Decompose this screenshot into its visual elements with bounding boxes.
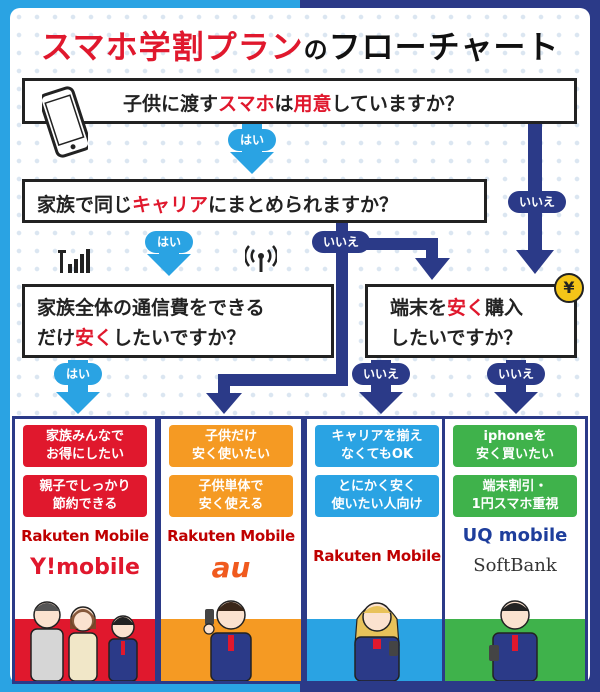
q1-mid: は	[274, 93, 294, 115]
col3-chip2-line2: 使いたい人向け	[331, 497, 423, 512]
girl-phone-illustration	[354, 602, 400, 681]
question-3-box: 家族全体の通信費をできる だけ安くしたいですか？	[22, 284, 334, 358]
tag-no-3: いいえ	[352, 363, 410, 385]
col4-chip1-line1: iphoneを	[483, 429, 547, 444]
uq-mobile-logo: UQ mobile	[462, 525, 568, 546]
q1-post: していますか？	[331, 93, 464, 115]
page-title: スマホ学割プランのフローチャート	[0, 22, 600, 68]
q1-pre: 子供に渡す	[123, 93, 219, 115]
col1-chip2-line1: 親子でしっかり	[39, 479, 131, 494]
question-1-text: 子供に渡すスマホは用意していますか？	[123, 89, 574, 116]
col1-chip-1: 家族みんなで お得にしたい	[23, 425, 147, 467]
tag-yes-2: はい	[145, 231, 193, 253]
rakuten-mobile-logo: Rakuten Mobile	[21, 527, 149, 545]
tag-no-2: いいえ	[312, 231, 370, 253]
result-column-3: キャリアを揃え なくてもOK とにかく安く 使いたい人向け Rakuten Mo…	[304, 416, 450, 684]
col2-chip1-line2: 安く使いたい	[191, 447, 270, 462]
q4-line1-highlight: 安く	[447, 297, 486, 319]
softbank-logo: SoftBank	[473, 555, 557, 576]
result-column-4: iphoneを 安く買いたい 端末割引・ 1円スマホ重視 UQ mobile S…	[442, 416, 588, 684]
student-phone-illustration	[203, 600, 252, 681]
col3-chip-2: とにかく安く 使いたい人向け	[315, 475, 439, 517]
question-1-box: 子供に渡すスマホは用意していますか？	[22, 78, 577, 124]
q2-post: にまとめられますか？	[208, 194, 399, 216]
q4-line1-post: 購入	[485, 297, 524, 319]
ymobile-logo: Y!mobile	[30, 555, 140, 580]
question-3-line1: 家族全体の通信費をできる	[37, 297, 265, 319]
col2-chip-2: 子供単体で 安く使える	[169, 475, 293, 517]
question-4-line2: したいですか？	[390, 327, 523, 349]
col2-chip1-line1: 子供だけ	[204, 429, 257, 444]
tag-yes-3: はい	[54, 363, 102, 385]
rakuten-mobile-logo: Rakuten Mobile	[167, 527, 295, 545]
col4-chip2-line1: 端末割引・	[482, 479, 548, 494]
q2-pre: 家族で同じ	[37, 194, 133, 216]
col1-chip-2: 親子でしっかり 節約できる	[23, 475, 147, 517]
title-main: スマホ学割プラン	[40, 28, 304, 66]
tag-no-4: いいえ	[487, 363, 545, 385]
question-2-text: 家族で同じキャリアにまとめられますか？	[37, 190, 484, 217]
boy-phone-illustration	[489, 600, 538, 681]
q2-highlight: キャリア	[132, 194, 209, 216]
col3-chip-1: キャリアを揃え なくてもOK	[315, 425, 439, 467]
question-4-line1: 端末を安く購入	[390, 293, 574, 323]
tag-no-1: いいえ	[508, 191, 566, 213]
col3-chip1-line1: キャリアを揃え	[331, 429, 423, 444]
col2-chip2-line1: 子供単体で	[198, 479, 264, 494]
col3-chip1-line2: なくてもOK	[340, 447, 414, 462]
col1-chip1-line1: 家族みんなで	[45, 429, 124, 444]
yen-symbol: ¥	[563, 278, 575, 297]
signal-bars-icon	[58, 249, 90, 273]
title-sub: フローチャート	[328, 28, 560, 66]
result-column-2: 子供だけ 安く使いたい 子供単体で 安く使える Rakuten Mobile a…	[158, 416, 304, 684]
q3-line2-post: したいですか？	[113, 327, 246, 349]
col1-chip2-line2: 節約できる	[52, 497, 118, 512]
q1-highlight: スマホ	[218, 93, 275, 115]
question-4-box: 端末を安く購入 したいですか？	[365, 284, 577, 358]
au-logo: au	[211, 551, 251, 584]
col4-chip2-line2: 1円スマホ重視	[471, 497, 559, 512]
col3-chip2-line1: とにかく安く	[337, 479, 416, 494]
col4-chip-1: iphoneを 安く買いたい	[453, 425, 577, 467]
yen-coin-icon: ¥	[554, 273, 584, 303]
col4-chip1-line2: 安く買いたい	[475, 447, 554, 462]
q1-highlight2: 用意	[293, 93, 332, 115]
question-2-box: 家族で同じキャリアにまとめられますか？	[22, 179, 487, 223]
smartphone-icon	[42, 86, 88, 158]
col4-chip-2: 端末割引・ 1円スマホ重視	[453, 475, 577, 517]
antenna-icon	[245, 245, 277, 272]
family-illustration	[30, 601, 138, 681]
q3-line2-pre: だけ	[37, 327, 76, 349]
tag-yes-1: はい	[228, 129, 276, 151]
result-column-1: 家族みんなで お得にしたい 親子でしっかり 節約できる Rakuten Mobi…	[12, 416, 158, 684]
q4-line1-pre: 端末を	[390, 297, 448, 319]
q3-line2-highlight: 安く	[75, 327, 114, 349]
col1-chip1-line2: お得にしたい	[45, 447, 124, 462]
col2-chip2-line2: 安く使える	[198, 497, 264, 512]
rakuten-mobile-logo: Rakuten Mobile	[313, 547, 441, 565]
question-3-line2: だけ安くしたいですか？	[37, 323, 331, 353]
col2-chip-1: 子供だけ 安く使いたい	[169, 425, 293, 467]
title-particle: の	[303, 36, 329, 64]
